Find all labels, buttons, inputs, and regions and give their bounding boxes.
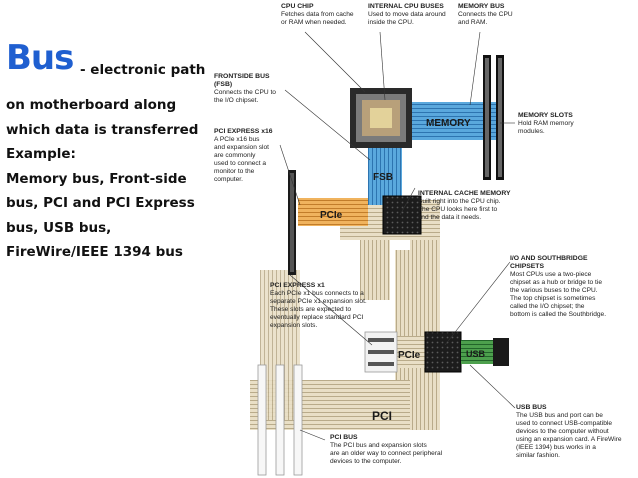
callout-internal-cpu-buses: INTERNAL CPU BUSES Used to move data aro… (368, 3, 446, 26)
slide-title: Bus (6, 38, 74, 78)
callout-io-southbridge: I/O AND SOUTHBRIDGE CHIPSETS Most CPUs u… (510, 255, 607, 318)
cpu-chip (350, 88, 412, 148)
fsb-label: FSB (373, 172, 393, 183)
pcie-x16-label: PCIe (320, 210, 343, 221)
pcie-x16-slot (288, 170, 296, 275)
pcie-x1-label: PCIe (398, 350, 421, 361)
callout-pci-bus: PCI BUS The PCI bus and expansion slots … (330, 434, 443, 465)
callout-pci-express-x1: PCI EXPRESS x1 Each PCIe x1 bus connects… (270, 282, 367, 329)
memory-slots (483, 55, 504, 180)
pcie-x1-slots (364, 331, 398, 373)
pci-slots (257, 364, 303, 476)
body-line: bus, PCI and PCI Express (6, 195, 195, 211)
callout-pci-express-x16: PCI EXPRESS x16 A PCIe x16 bus and expan… (214, 128, 273, 183)
usb-label: USB (466, 349, 486, 359)
body-line: bus, USB bus, (6, 219, 112, 236)
body-line: which data is transferred (6, 121, 199, 138)
callout-cpu-chip: CPU CHIP Fetches data from cache or RAM … (281, 3, 356, 27)
body-line: FireWire/IEEE 1394 bus (6, 244, 183, 260)
fsb-band: FSB (368, 145, 402, 205)
callout-memory-slots: MEMORY SLOTS Hold RAM memory modules. (518, 112, 574, 135)
callout-internal-cache: INTERNAL CACHE MEMORY Built right into t… (418, 190, 511, 221)
body-line: on motherboard along (6, 97, 177, 113)
callout-title: CPU CHIP (281, 3, 314, 10)
io-chipset (382, 195, 422, 235)
callout-usb-bus: USB BUS The USB bus and port can be used… (516, 404, 622, 459)
slide-body: on motherboard along which data is trans… (6, 93, 206, 265)
pcie-x16-band: PCIe (298, 198, 368, 226)
callout-frontside-bus: FRONTSIDE BUS (FSB) Connects the CPU to … (214, 73, 276, 104)
memory-bus-label: MEMORY (426, 118, 471, 129)
slide-definition: - electronic path (80, 62, 206, 78)
body-line: Memory bus, Front-side (6, 170, 187, 187)
leader-lines (279, 31, 516, 441)
pci-bus-label: PCI (372, 409, 392, 423)
callout-memory-bus: MEMORY BUS Connects the CPU and RAM. (458, 3, 513, 26)
body-line: Example: (6, 146, 76, 162)
